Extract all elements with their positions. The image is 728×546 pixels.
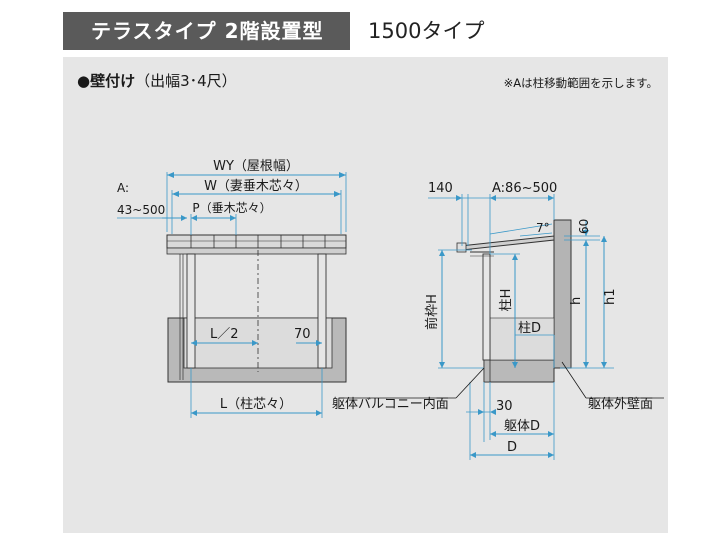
a-label: A: <box>117 181 129 195</box>
a-range-side: A:86~500 <box>492 181 557 196</box>
side-post <box>482 253 491 361</box>
side-view: 140 A:86~500 7° 60 h h1 前枠H <box>332 181 664 460</box>
dim-140: 140 <box>428 181 453 196</box>
roof-rafter-marks <box>190 235 326 248</box>
dim-30: 30 <box>496 399 513 414</box>
type-subtitle: 1500タイプ <box>368 19 485 43</box>
half-l-label: L／2 <box>210 327 239 342</box>
wy-label: WY（屋根幅） <box>213 159 299 174</box>
page-title: テラスタイプ 2階設置型 <box>63 12 350 50</box>
front-view: WY（屋根幅） W（妻垂木芯々） P（垂木芯々） A: 43~500 L／2 7… <box>117 159 347 418</box>
outer-wall <box>553 219 572 369</box>
front-right-post <box>317 253 327 369</box>
dim-60: 60 <box>577 219 591 234</box>
body-d-label: 躯体D <box>504 418 540 434</box>
a-range: 43~500 <box>117 203 165 217</box>
l-label: L（柱芯々） <box>220 397 292 412</box>
front-frame-h-label: 前枠H <box>424 294 440 330</box>
d-label: D <box>507 440 517 455</box>
h-label: h <box>569 297 584 305</box>
angle-label: 7° <box>536 221 550 235</box>
side-roof <box>459 235 555 251</box>
legend-note: ※Aは柱移動範囲を示します。 <box>503 76 658 90</box>
p-label: P（垂木芯々） <box>192 201 271 215</box>
h1-label: h1 <box>603 288 618 305</box>
w-label: W（妻垂木芯々） <box>204 179 308 194</box>
side-balcony-body <box>483 359 555 383</box>
post-h-label: 柱H <box>499 289 514 312</box>
balcony-inner-label: 躯体バルコニー内面 <box>332 396 449 412</box>
outer-wall-label: 躯体外壁面 <box>588 396 653 412</box>
section-heading: ●壁付け（出幅3･4尺） <box>77 70 237 92</box>
front-roof <box>166 234 347 249</box>
dim-70: 70 <box>294 327 311 342</box>
front-left-post <box>186 253 196 369</box>
section-note: （出幅3･4尺） <box>135 72 237 90</box>
post-d-label: 柱D <box>518 321 541 336</box>
section-label: ●壁付け <box>77 72 136 90</box>
